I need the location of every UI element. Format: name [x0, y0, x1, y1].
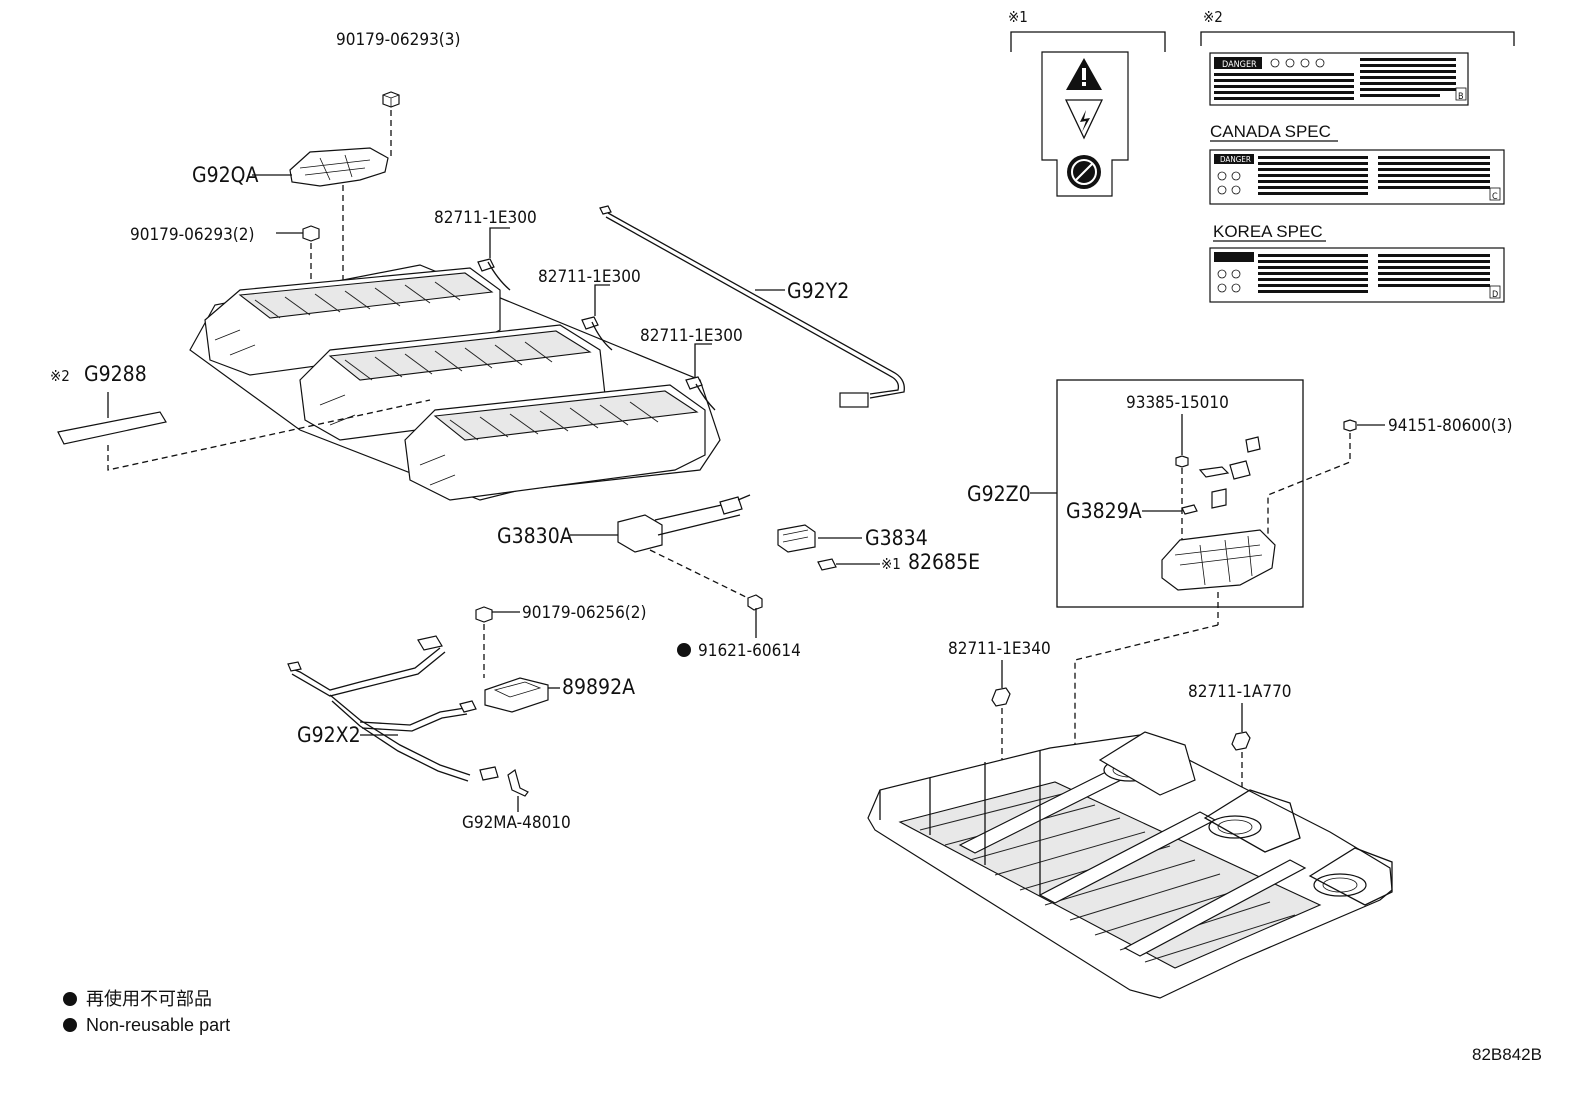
non-reusable-bullet-icon — [677, 643, 691, 657]
label-g92z0: G92Z0 — [967, 482, 1031, 506]
label-82685e: 82685E — [908, 550, 980, 574]
label-91621-60614: 91621-60614 — [698, 641, 801, 661]
nut-90179-06293-top[interactable] — [382, 91, 400, 108]
label-g9288: G9288 — [84, 362, 147, 386]
nut-90179-06293-mid[interactable] — [302, 225, 320, 242]
label-g3834: G3834 — [865, 526, 928, 550]
relay-set[interactable] — [1198, 436, 1261, 509]
warning-label-korea: D — [1209, 247, 1505, 303]
screw-93385-15010[interactable] — [1175, 455, 1189, 468]
connector-82711-1e300-b[interactable] — [581, 316, 613, 351]
clip-82685e[interactable] — [817, 558, 837, 571]
grommet-82711-1a770[interactable] — [1231, 731, 1251, 751]
diagram-code: 82B842B — [1472, 1045, 1542, 1064]
connector-g3834[interactable] — [777, 524, 816, 553]
ecu-89892a[interactable] — [484, 677, 549, 713]
fuse-g3829a[interactable] — [1181, 504, 1198, 515]
label-82711-1e340: 82711-1E340 — [948, 639, 1051, 659]
label-82711-1e300-c: 82711-1E300 — [640, 326, 743, 346]
label-90179-06293-2: 90179-06293(2) — [130, 225, 254, 245]
canada-spec-title: CANADA SPEC — [1210, 122, 1331, 141]
junction-block[interactable] — [1161, 529, 1276, 591]
nut-90179-06256[interactable] — [475, 606, 493, 623]
callout-mark-1: ※1 — [1008, 8, 1028, 26]
label-82711-1a770: 82711-1A770 — [1188, 682, 1292, 702]
nut-94151-80600[interactable] — [1343, 419, 1357, 432]
battery-module-stack[interactable] — [189, 264, 721, 501]
legend-jp: 再使用不可部品 — [86, 989, 212, 1009]
grommet-82711-1e340[interactable] — [991, 687, 1011, 707]
label-90179-06293-3: 90179-06293(3) — [336, 30, 460, 50]
cable-g92y2[interactable] — [599, 205, 905, 408]
label-strip-g9288[interactable] — [57, 411, 167, 445]
warning-label-canada: DANGER C — [1209, 149, 1505, 205]
label-89892a: 89892A — [562, 675, 635, 699]
legend-bullet-jp-icon — [63, 992, 77, 1006]
label-letter-c: C — [1492, 192, 1498, 202]
warning-label-1 — [1041, 51, 1129, 197]
danger-text-b: DANGER — [1222, 60, 1257, 70]
legend-en: Non-reusable part — [86, 1015, 230, 1035]
legend-bullet-en-icon — [63, 1018, 77, 1032]
warning-label-2-standard: DANGER B — [1209, 52, 1469, 106]
label-g92x2: G92X2 — [297, 723, 361, 747]
label-letter-d: D — [1492, 290, 1498, 300]
label-g3829a: G3829A — [1066, 499, 1142, 523]
label-90179-06256-2: 90179-06256(2) — [522, 603, 646, 623]
mark-82685e: ※1 — [881, 555, 901, 573]
battery-tray[interactable] — [867, 731, 1393, 999]
korea-spec-title: KOREA SPEC — [1213, 222, 1323, 241]
connector-82711-1e300-c[interactable] — [685, 376, 716, 411]
label-82711-1e300-a: 82711-1E300 — [434, 208, 537, 228]
mark-g9288: ※2 — [50, 367, 70, 385]
bracket-g92ma-48010[interactable] — [507, 769, 529, 797]
wire-harness-g92x2[interactable] — [287, 635, 499, 782]
label-93385-15010: 93385-15010 — [1126, 393, 1229, 413]
danger-text-c: DANGER — [1220, 155, 1251, 164]
label-g3830a: G3830A — [497, 524, 573, 548]
label-g92ma-48010: G92MA-48010 — [462, 813, 571, 833]
connector-82711-1e300-a[interactable] — [477, 258, 511, 291]
label-82711-1e300-b: 82711-1E300 — [538, 267, 641, 287]
bolt-91621-60614[interactable] — [747, 594, 763, 620]
sensor-g3830a[interactable] — [617, 494, 751, 553]
label-letter-b: B — [1458, 92, 1464, 102]
label-g92qa: G92QA — [192, 163, 259, 187]
cover-g92qa[interactable] — [289, 147, 389, 187]
label-94151-80600-3: 94151-80600(3) — [1388, 416, 1512, 436]
label-g92y2: G92Y2 — [787, 279, 849, 303]
callout-mark-2: ※2 — [1203, 8, 1223, 26]
